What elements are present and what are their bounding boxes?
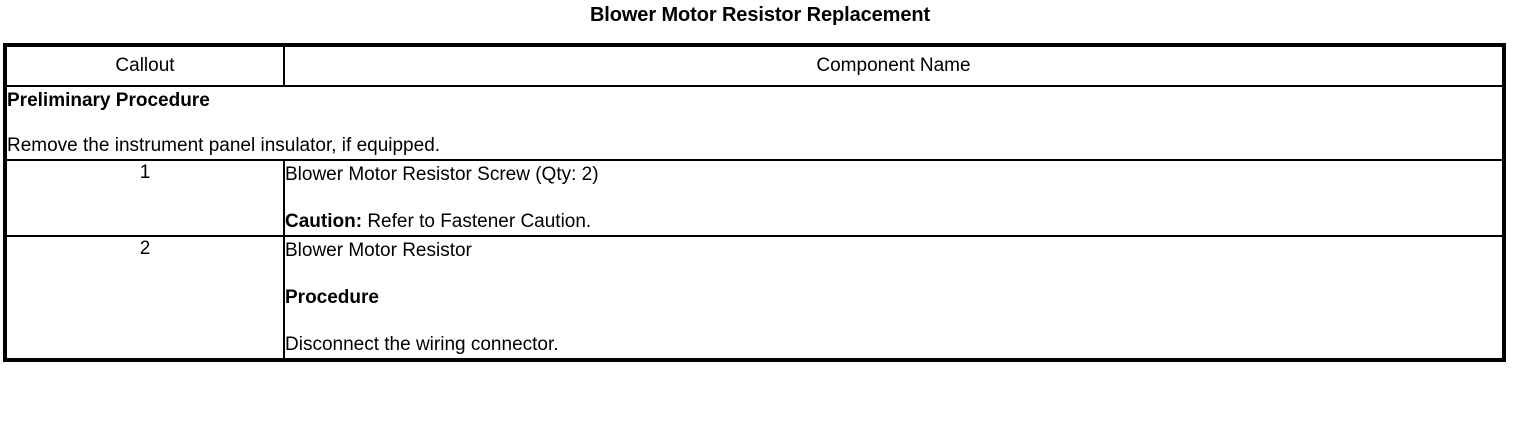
procedure-table: Callout Component Name Preliminary Proce… [3,43,1506,362]
preliminary-procedure-row: Preliminary Procedure Remove the instrum… [4,85,1505,161]
page-title: Blower Motor Resistor Replacement [589,4,931,26]
column-header-component-name: Component Name [283,44,1505,87]
preliminary-procedure-cell: Preliminary Procedure Remove the instrum… [4,85,1505,161]
caution-text: Refer to Fastener Caution. [362,211,592,232]
column-header-callout: Callout [4,44,285,87]
component-name-line: Blower Motor Resistor [285,240,472,261]
procedure-step: Disconnect the wiring connector. [285,334,559,355]
caution-note: Caution: Refer to Fastener Caution. [285,208,1502,235]
callout-number-1: 1 [4,159,285,237]
component-name-cell-2: Blower Motor Resistor Procedure Disconne… [283,235,1505,362]
preliminary-procedure-heading: Preliminary Procedure [7,90,210,111]
component-name-cell-1: Blower Motor Resistor Screw (Qty: 2) Cau… [283,159,1505,237]
procedure-heading: Procedure [285,287,379,308]
table-row: 1 Blower Motor Resistor Screw (Qty: 2) C… [4,159,1505,237]
caution-label: Caution: [285,211,363,232]
component-name-line: Blower Motor Resistor Screw (Qty: 2) [285,164,599,185]
table-header-row: Callout Component Name [4,44,1505,87]
preliminary-procedure-step: Remove the instrument panel insulator, i… [7,135,441,156]
table-row: 2 Blower Motor Resistor Procedure Discon… [4,235,1505,362]
callout-number-2: 2 [4,235,285,362]
